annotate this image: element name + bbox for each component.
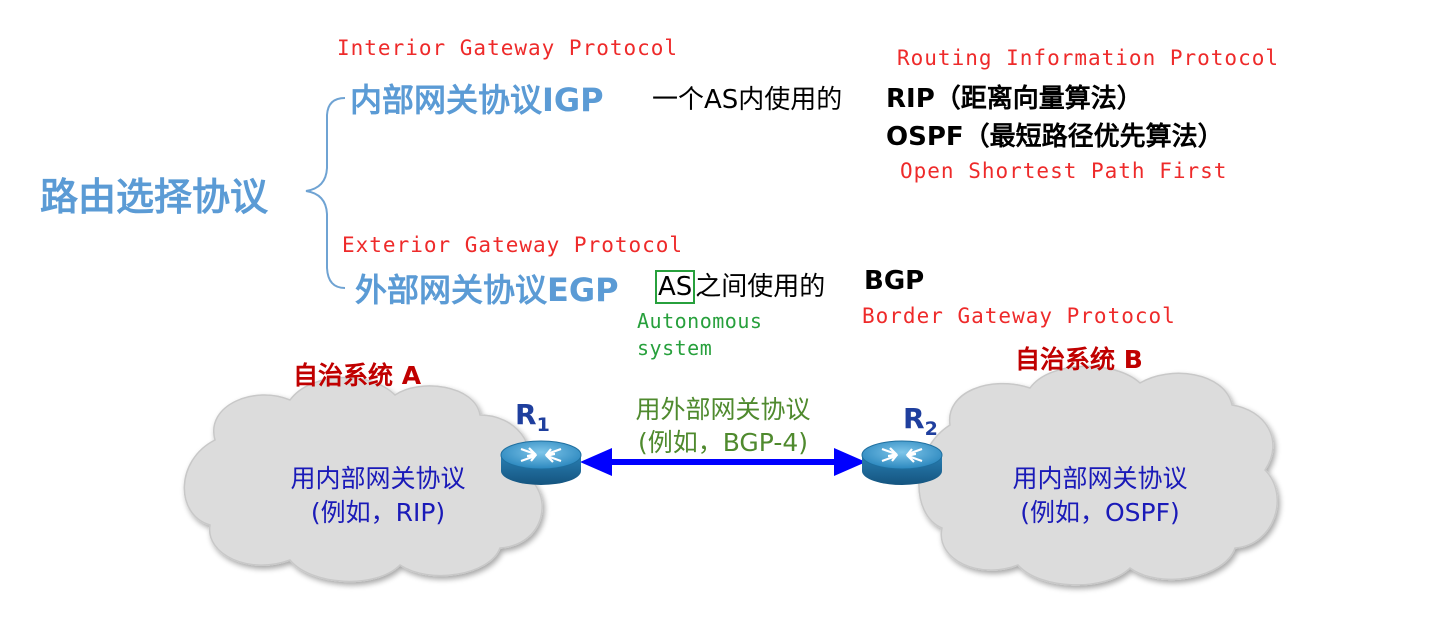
igp-protocol-ospf: OSPF（最短路径优先算法） [886,122,1224,152]
bracket [305,97,346,289]
link-line1: 用外部网关协议 [635,395,811,424]
link-protocol-text: 用外部网关协议 (例如，BGP-4) [600,393,846,459]
igp-english-name: Interior Gateway Protocol [337,36,679,60]
egp-protocol-bgp: BGP [864,266,925,296]
router-r2-label: R2 [903,402,938,440]
as-a-protocol-text: 用内部网关协议 (例如，RIP) [258,462,498,530]
igp-description: 一个AS内使用的 [652,85,843,115]
igp-name: 内部网关协议IGP [350,81,604,119]
router-icon-r2 [861,440,943,485]
link-line2: (例如，BGP-4) [637,428,809,457]
egp-desc-suffix: 之间使用的 [695,272,826,302]
igp-protocol-rip: RIP（距离向量算法） [886,84,1143,114]
double-arrow [580,448,866,476]
router-r2-subscript: 2 [924,418,938,440]
cloud-shape-a [183,376,543,583]
bgp-english-name: Border Gateway Protocol [862,304,1176,328]
as-a-line1: 用内部网关协议 [290,464,466,493]
as-english-line1: Autonomous [637,309,763,333]
egp-name: 外部网关协议EGP [355,271,619,309]
main-title: 路由选择协议 [40,175,269,219]
rip-english-name: Routing Information Protocol [897,46,1280,70]
router-r1-letter: R [515,398,537,431]
router-r1-subscript: 1 [536,414,550,436]
as-b-label: 自治系统 B [1015,345,1143,374]
as-a-line2: (例如，RIP) [310,498,446,527]
as-b-protocol-text: 用内部网关协议 (例如，OSPF) [980,462,1220,530]
router-r2-letter: R [903,402,925,435]
as-b-line2: (例如，OSPF) [1020,498,1180,527]
as-highlight-box: AS [655,270,696,304]
router-r1-label: R1 [515,398,550,436]
cloud-shape-b [918,365,1278,586]
as-b-line1: 用内部网关协议 [1012,464,1188,493]
router-icon-r1 [500,440,582,485]
ospf-english-name: Open Shortest Path First [900,159,1228,183]
as-english-line2: system [637,336,713,360]
as-a-label: 自治系统 A [293,361,422,390]
egp-english-name: Exterior Gateway Protocol [342,233,684,257]
